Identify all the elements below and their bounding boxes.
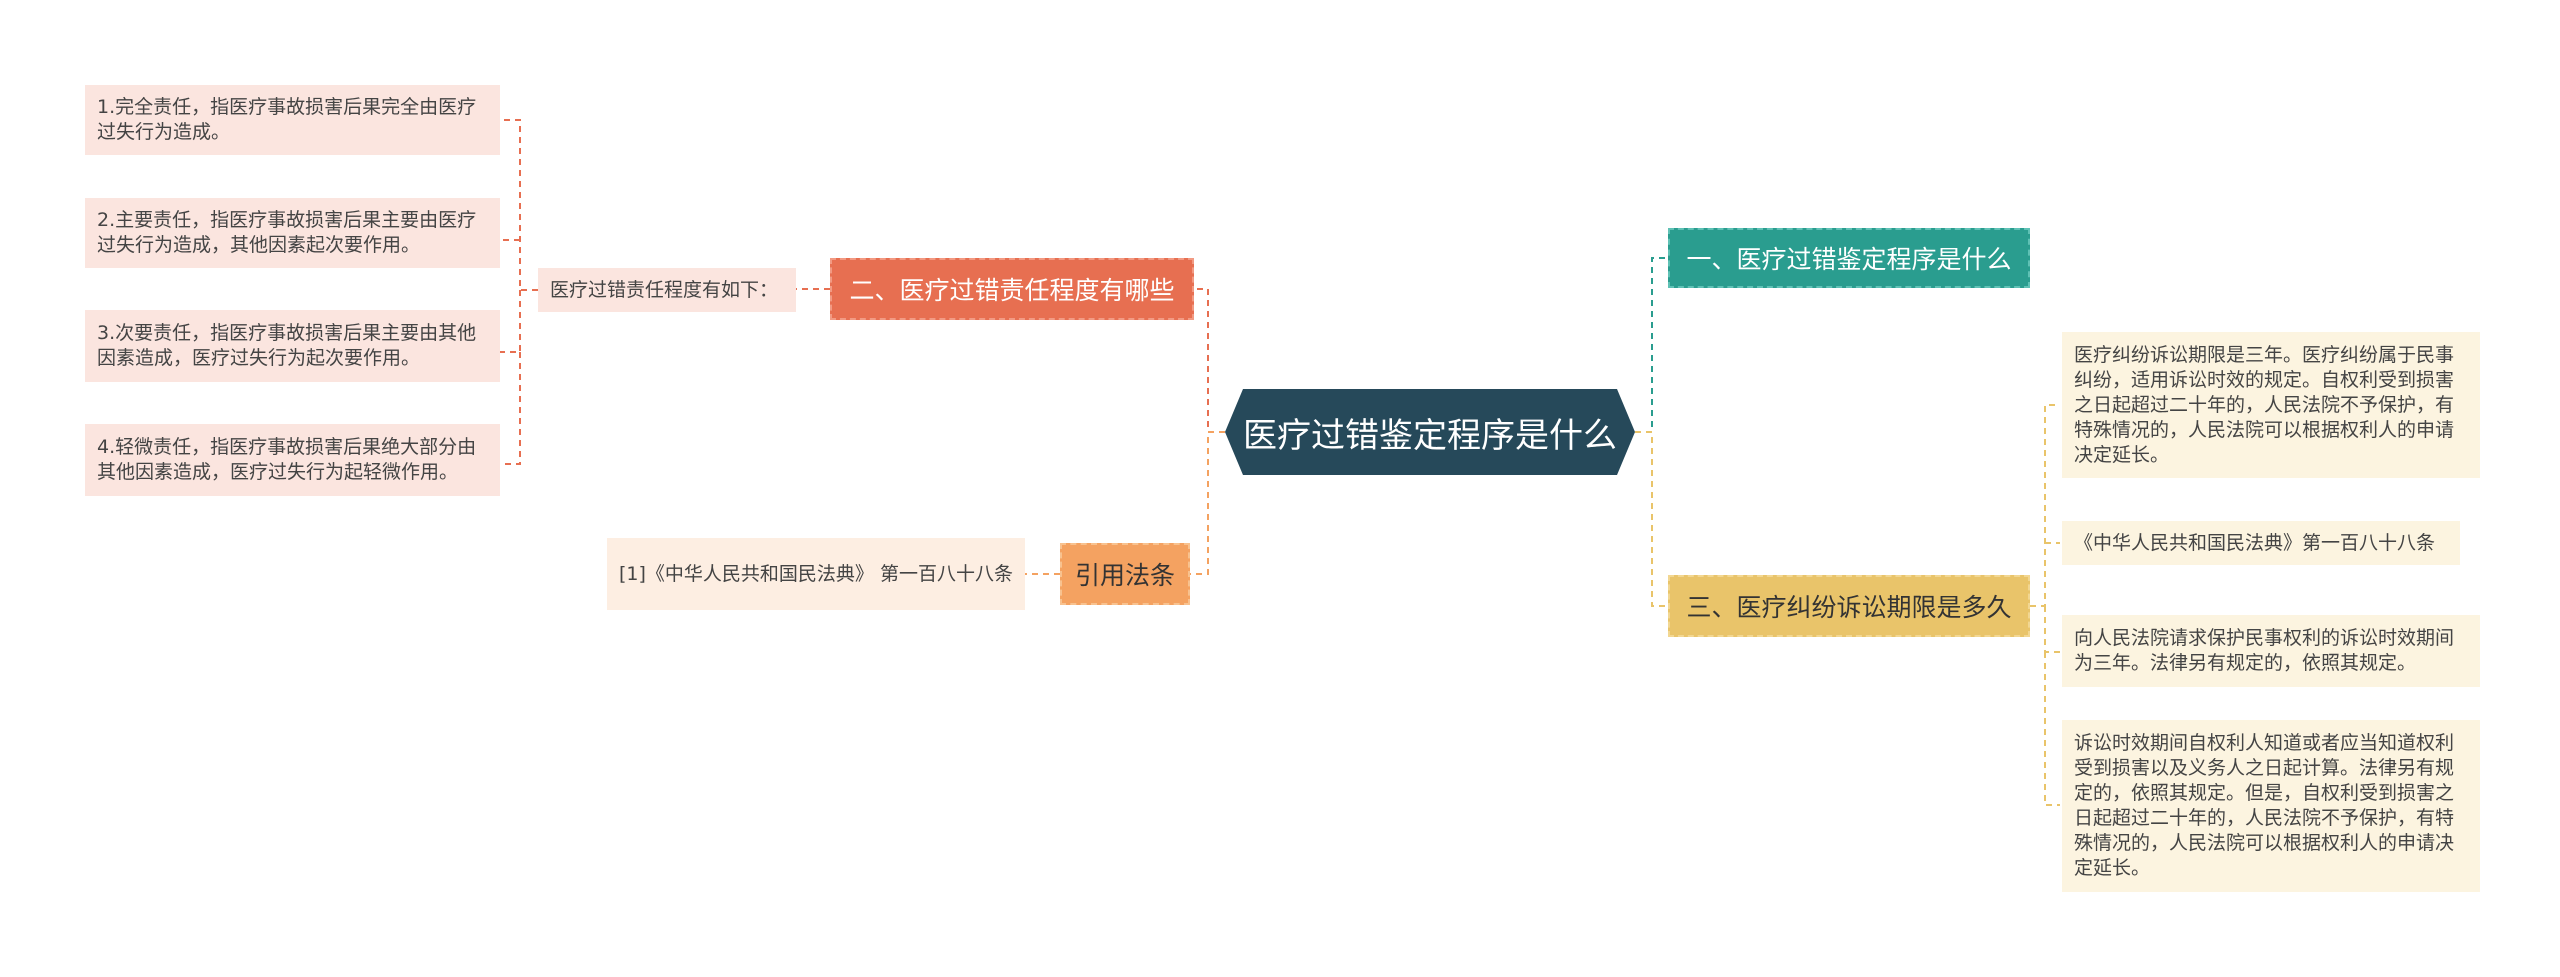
- liability-item-node[interactable]: 2.主要责任，指医疗事故损害后果主要由医疗过失行为造成，其他因素起次要作用。: [85, 198, 500, 268]
- liability-intro-text: 医疗过错责任程度有如下：: [550, 278, 779, 301]
- citation-text: [1]《中华人民共和国民法典》 第一百八十八条: [619, 562, 1013, 585]
- liability-intro-node[interactable]: 医疗过错责任程度有如下：: [538, 268, 796, 312]
- liability-item-text: 1.完全责任，指医疗事故损害后果完全由医疗过失行为造成。: [97, 96, 477, 143]
- link-center-b3: [1635, 431, 1668, 607]
- branch-litigation-period[interactable]: 三、医疗纠纷诉讼期限是多久: [1668, 575, 2030, 637]
- liability-item-node[interactable]: 1.完全责任，指医疗事故损害后果完全由医疗过失行为造成。: [85, 85, 500, 155]
- litigation-item-text: 《中华人民共和国民法典》第一百八十八条: [2074, 531, 2436, 554]
- link-intro-items: [500, 119, 538, 465]
- litigation-item-text: 医疗纠纷诉讼期限是三年。医疗纠纷属于民事纠纷，适用诉讼时效的规定。自权利受到损害…: [2074, 343, 2455, 466]
- link-center-b1: [1635, 257, 1668, 433]
- link-center-b2: [1194, 288, 1225, 433]
- branch-liability-degree[interactable]: 二、医疗过错责任程度有哪些: [830, 258, 1194, 320]
- litigation-item-text: 向人民法院请求保护民事权利的诉讼时效期间为三年。法律另有规定的，依照其规定。: [2074, 627, 2455, 674]
- branch-cited-law[interactable]: 引用法条: [1060, 543, 1190, 605]
- litigation-item-node[interactable]: 向人民法院请求保护民事权利的诉讼时效期间为三年。法律另有规定的，依照其规定。: [2062, 615, 2480, 687]
- liability-item-node[interactable]: 3.次要责任，指医疗事故损害后果主要由其他因素造成，医疗过失行为起次要作用。: [85, 310, 500, 382]
- link-center-b4: [1190, 431, 1225, 575]
- liability-item-text: 4.轻微责任，指医疗事故损害后果绝大部分由其他因素造成，医疗过失行为起轻微作用。: [97, 436, 477, 483]
- central-topic[interactable]: 医疗过错鉴定程序是什么: [1225, 389, 1635, 475]
- liability-item-text: 3.次要责任，指医疗事故损害后果主要由其他因素造成，医疗过失行为起次要作用。: [97, 322, 477, 369]
- liability-item-node[interactable]: 4.轻微责任，指医疗事故损害后果绝大部分由其他因素造成，医疗过失行为起轻微作用。: [85, 424, 500, 496]
- liability-item-text: 2.主要责任，指医疗事故损害后果主要由医疗过失行为造成，其他因素起次要作用。: [97, 209, 477, 256]
- branch-label: 一、医疗过错鉴定程序是什么: [1686, 245, 2012, 274]
- litigation-item-node[interactable]: 《中华人民共和国民法典》第一百八十八条: [2062, 521, 2460, 565]
- branch-label: 引用法条: [1074, 561, 1175, 590]
- citation-node[interactable]: [1]《中华人民共和国民法典》 第一百八十八条: [607, 538, 1025, 610]
- branch-label: 三、医疗纠纷诉讼期限是多久: [1686, 593, 2012, 622]
- branch-label: 二、医疗过错责任程度有哪些: [849, 276, 1175, 305]
- litigation-item-node[interactable]: 诉讼时效期间自权利人知道或者应当知道权利受到损害以及义务人之日起计算。法律另有规…: [2062, 720, 2480, 892]
- litigation-item-text: 诉讼时效期间自权利人知道或者应当知道权利受到损害以及义务人之日起计算。法律另有规…: [2074, 732, 2455, 879]
- link-b3-items: [2030, 404, 2060, 806]
- branch-appraisal-procedure[interactable]: 一、医疗过错鉴定程序是什么: [1668, 228, 2030, 288]
- litigation-item-node[interactable]: 医疗纠纷诉讼期限是三年。医疗纠纷属于民事纠纷，适用诉讼时效的规定。自权利受到损害…: [2062, 332, 2480, 478]
- central-topic-label: 医疗过错鉴定程序是什么: [1243, 415, 1617, 456]
